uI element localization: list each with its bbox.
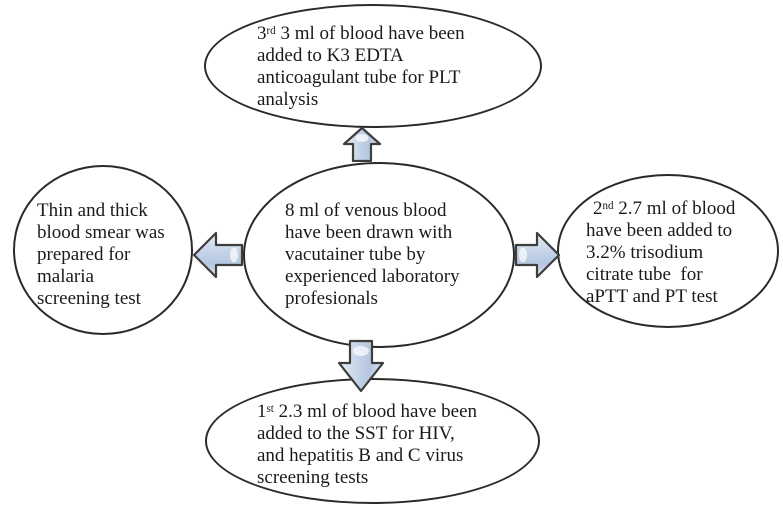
ordinal-number: 2 <box>593 198 603 219</box>
node-bottom-ellipse: 1st 2.3 ml of blood have been added to t… <box>205 378 540 504</box>
node-text-body: 2.3 ml of blood have been added to the S… <box>257 401 478 488</box>
node-top-text: 3rd 3 ml of blood have been added to K3 … <box>257 23 465 111</box>
node-center-text: 8 ml of venous blood have been drawn wit… <box>285 200 460 310</box>
node-right-text: 2nd 2.7 ml of blood have been added to 3… <box>586 198 735 308</box>
node-text-body: Thin and thick blood smear was prepared … <box>37 200 165 309</box>
block-arrow-down-icon <box>337 339 385 393</box>
node-text-body: 3 ml of blood have been added to K3 EDTA… <box>257 23 465 110</box>
ordinal-suffix: nd <box>602 200 614 213</box>
node-text-body: 8 ml of venous blood have been drawn wit… <box>285 200 460 309</box>
ordinal-suffix: rd <box>266 25 276 38</box>
block-arrow-left-icon <box>192 231 244 279</box>
block-arrow-up-icon <box>342 126 382 162</box>
ordinal-number: 1 <box>257 401 267 422</box>
node-right-ellipse: 2nd 2.7 ml of blood have been added to 3… <box>557 174 779 328</box>
node-left-text: Thin and thick blood smear was prepared … <box>37 200 165 310</box>
node-left-circle: Thin and thick blood smear was prepared … <box>13 165 193 335</box>
ordinal-number: 3 <box>257 23 267 44</box>
node-top-ellipse: 3rd 3 ml of blood have been added to K3 … <box>204 4 542 128</box>
block-arrow-right-icon <box>514 231 561 279</box>
node-text-body: 2.7 ml of blood have been added to 3.2% … <box>586 198 736 307</box>
node-bottom-text: 1st 2.3 ml of blood have been added to t… <box>257 401 477 489</box>
ordinal-suffix: st <box>266 403 274 416</box>
node-center-ellipse: 8 ml of venous blood have been drawn wit… <box>243 162 515 348</box>
